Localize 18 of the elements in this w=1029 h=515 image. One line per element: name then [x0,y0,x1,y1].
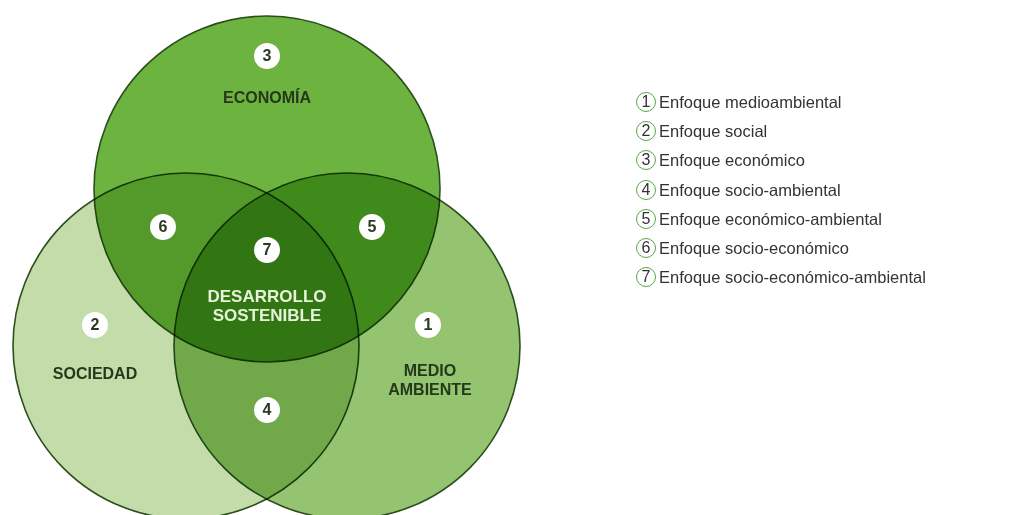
circle-title: MEDIO AMBIENTE [387,361,473,399]
circle-title: ECONOMÍA [222,87,312,107]
legend-text: Enfoque socio-económico [659,238,849,258]
circle-title: SOCIEDAD [51,363,139,383]
number-badge: 5 [636,208,656,229]
number-badge: 2 [636,121,656,142]
number-badge: 7 [636,267,656,288]
legend-text: Enfoque socio-ambiental [659,180,841,200]
legend-text: Enfoque económico [659,150,805,170]
number-badge: 3 [636,150,656,171]
number-badge: 4 [636,179,656,200]
legend-text: Enfoque socio-económico-ambiental [659,267,926,287]
legend-text: Enfoque social [659,121,768,141]
number-badge: 6 [636,238,656,258]
number-badge: 1 [636,92,656,112]
legend-text: Enfoque medioambiental [659,92,842,112]
legend-text: Enfoque económico-ambiental [659,209,882,229]
center-title: DESARROLLO SOSTENIBLE [206,287,328,325]
